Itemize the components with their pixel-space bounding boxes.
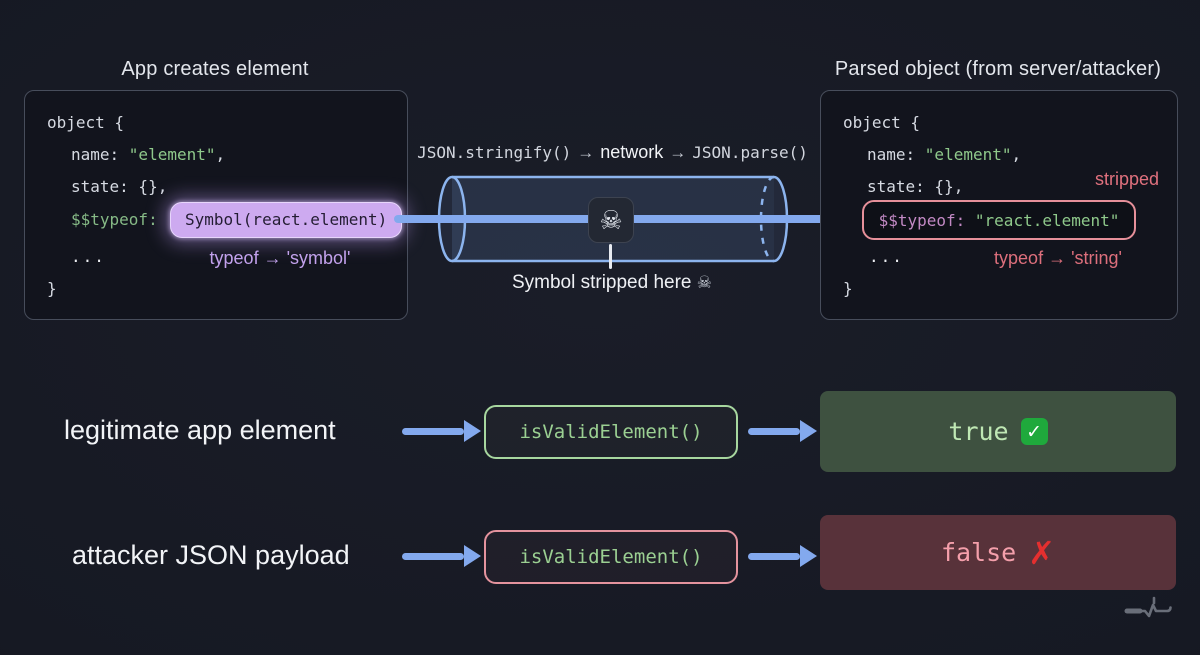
skull-icon-small: ☠ bbox=[696, 273, 713, 292]
name-comma: , bbox=[1011, 145, 1022, 164]
stripped-label: stripped bbox=[1094, 169, 1159, 189]
arrow-glyph: → bbox=[669, 143, 687, 162]
invalid-arrow2-line bbox=[748, 553, 800, 560]
invalid-arrow1-head bbox=[464, 545, 481, 567]
left-panel-title: App creates element bbox=[121, 58, 309, 80]
parse-label: JSON.parse() bbox=[692, 143, 808, 162]
name-key: name: bbox=[867, 145, 925, 164]
valid-arrow1-head bbox=[464, 420, 481, 442]
invalid-arrow2-head bbox=[800, 545, 817, 567]
name-key: name: bbox=[71, 145, 129, 164]
invalid-arrow1-line bbox=[402, 553, 464, 560]
right-code-close: } bbox=[843, 279, 853, 298]
arrow-glyph: → bbox=[577, 143, 595, 162]
invalid-flow-label: attacker JSON payload bbox=[72, 540, 350, 570]
skull-callout-line bbox=[609, 244, 612, 269]
invalid-result-text: false bbox=[940, 538, 1017, 567]
right-code-name-line: name: "element", bbox=[867, 144, 1021, 166]
right-typeof-note: typeof → 'string' bbox=[994, 248, 1122, 268]
pipe-caption: Symbol stripped here ☠ bbox=[462, 272, 762, 294]
left-code-ellipsis: ... bbox=[71, 247, 106, 266]
right-code-state-line: state: {}, bbox=[867, 177, 964, 196]
left-typeof-note: typeof → 'symbol' bbox=[209, 248, 351, 268]
valid-arrow1-line bbox=[402, 428, 464, 435]
skull-badge: ☠ bbox=[588, 197, 634, 243]
pulse-logo-icon bbox=[1124, 596, 1172, 618]
valid-check-box: isValidElement() bbox=[484, 405, 738, 459]
pipe-caption-text: Symbol stripped here bbox=[511, 272, 697, 293]
check-icon: ✓ bbox=[1020, 418, 1048, 445]
left-code-typeof-key: $$typeof: bbox=[71, 210, 158, 229]
invalid-check-box: isValidElement() bbox=[484, 530, 738, 584]
skull-icon: ☠ bbox=[599, 205, 623, 235]
string-value: "react.element" bbox=[974, 210, 1120, 230]
invalid-result-box: false ✗ bbox=[820, 515, 1176, 590]
left-code-state-line: state: {}, bbox=[71, 177, 168, 196]
name-comma: , bbox=[215, 145, 226, 164]
left-code-open: object { bbox=[47, 113, 125, 132]
typeof-key: $$typeof: bbox=[878, 210, 975, 230]
valid-arrow2-head bbox=[800, 420, 817, 442]
valid-flow-label: legitimate app element bbox=[64, 415, 336, 445]
string-typeof-pill: $$typeof: "react.element" bbox=[862, 200, 1136, 240]
valid-result-box: true ✓ bbox=[820, 391, 1176, 472]
network-label: network bbox=[600, 142, 664, 162]
valid-arrow2-line bbox=[748, 428, 800, 435]
symbol-value-pill: Symbol(react.element) bbox=[170, 202, 403, 238]
left-code-close: } bbox=[47, 279, 57, 298]
right-code-open: object { bbox=[843, 113, 921, 132]
name-value: "element" bbox=[128, 145, 216, 164]
pipe-header: JSON.stringify() → network → JSON.parse() bbox=[415, 142, 810, 163]
right-panel-title: Parsed object (from server/attacker) bbox=[834, 58, 1162, 80]
name-value: "element" bbox=[924, 145, 1012, 164]
right-code-box: object { name: "element", state: {}, str… bbox=[820, 90, 1178, 320]
cross-icon: ✗ bbox=[1028, 533, 1056, 572]
valid-result-text: true bbox=[948, 417, 1009, 446]
left-code-name-line: name: "element", bbox=[71, 144, 225, 166]
stringify-label: JSON.stringify() bbox=[417, 143, 572, 162]
right-code-ellipsis: ... bbox=[869, 247, 904, 266]
